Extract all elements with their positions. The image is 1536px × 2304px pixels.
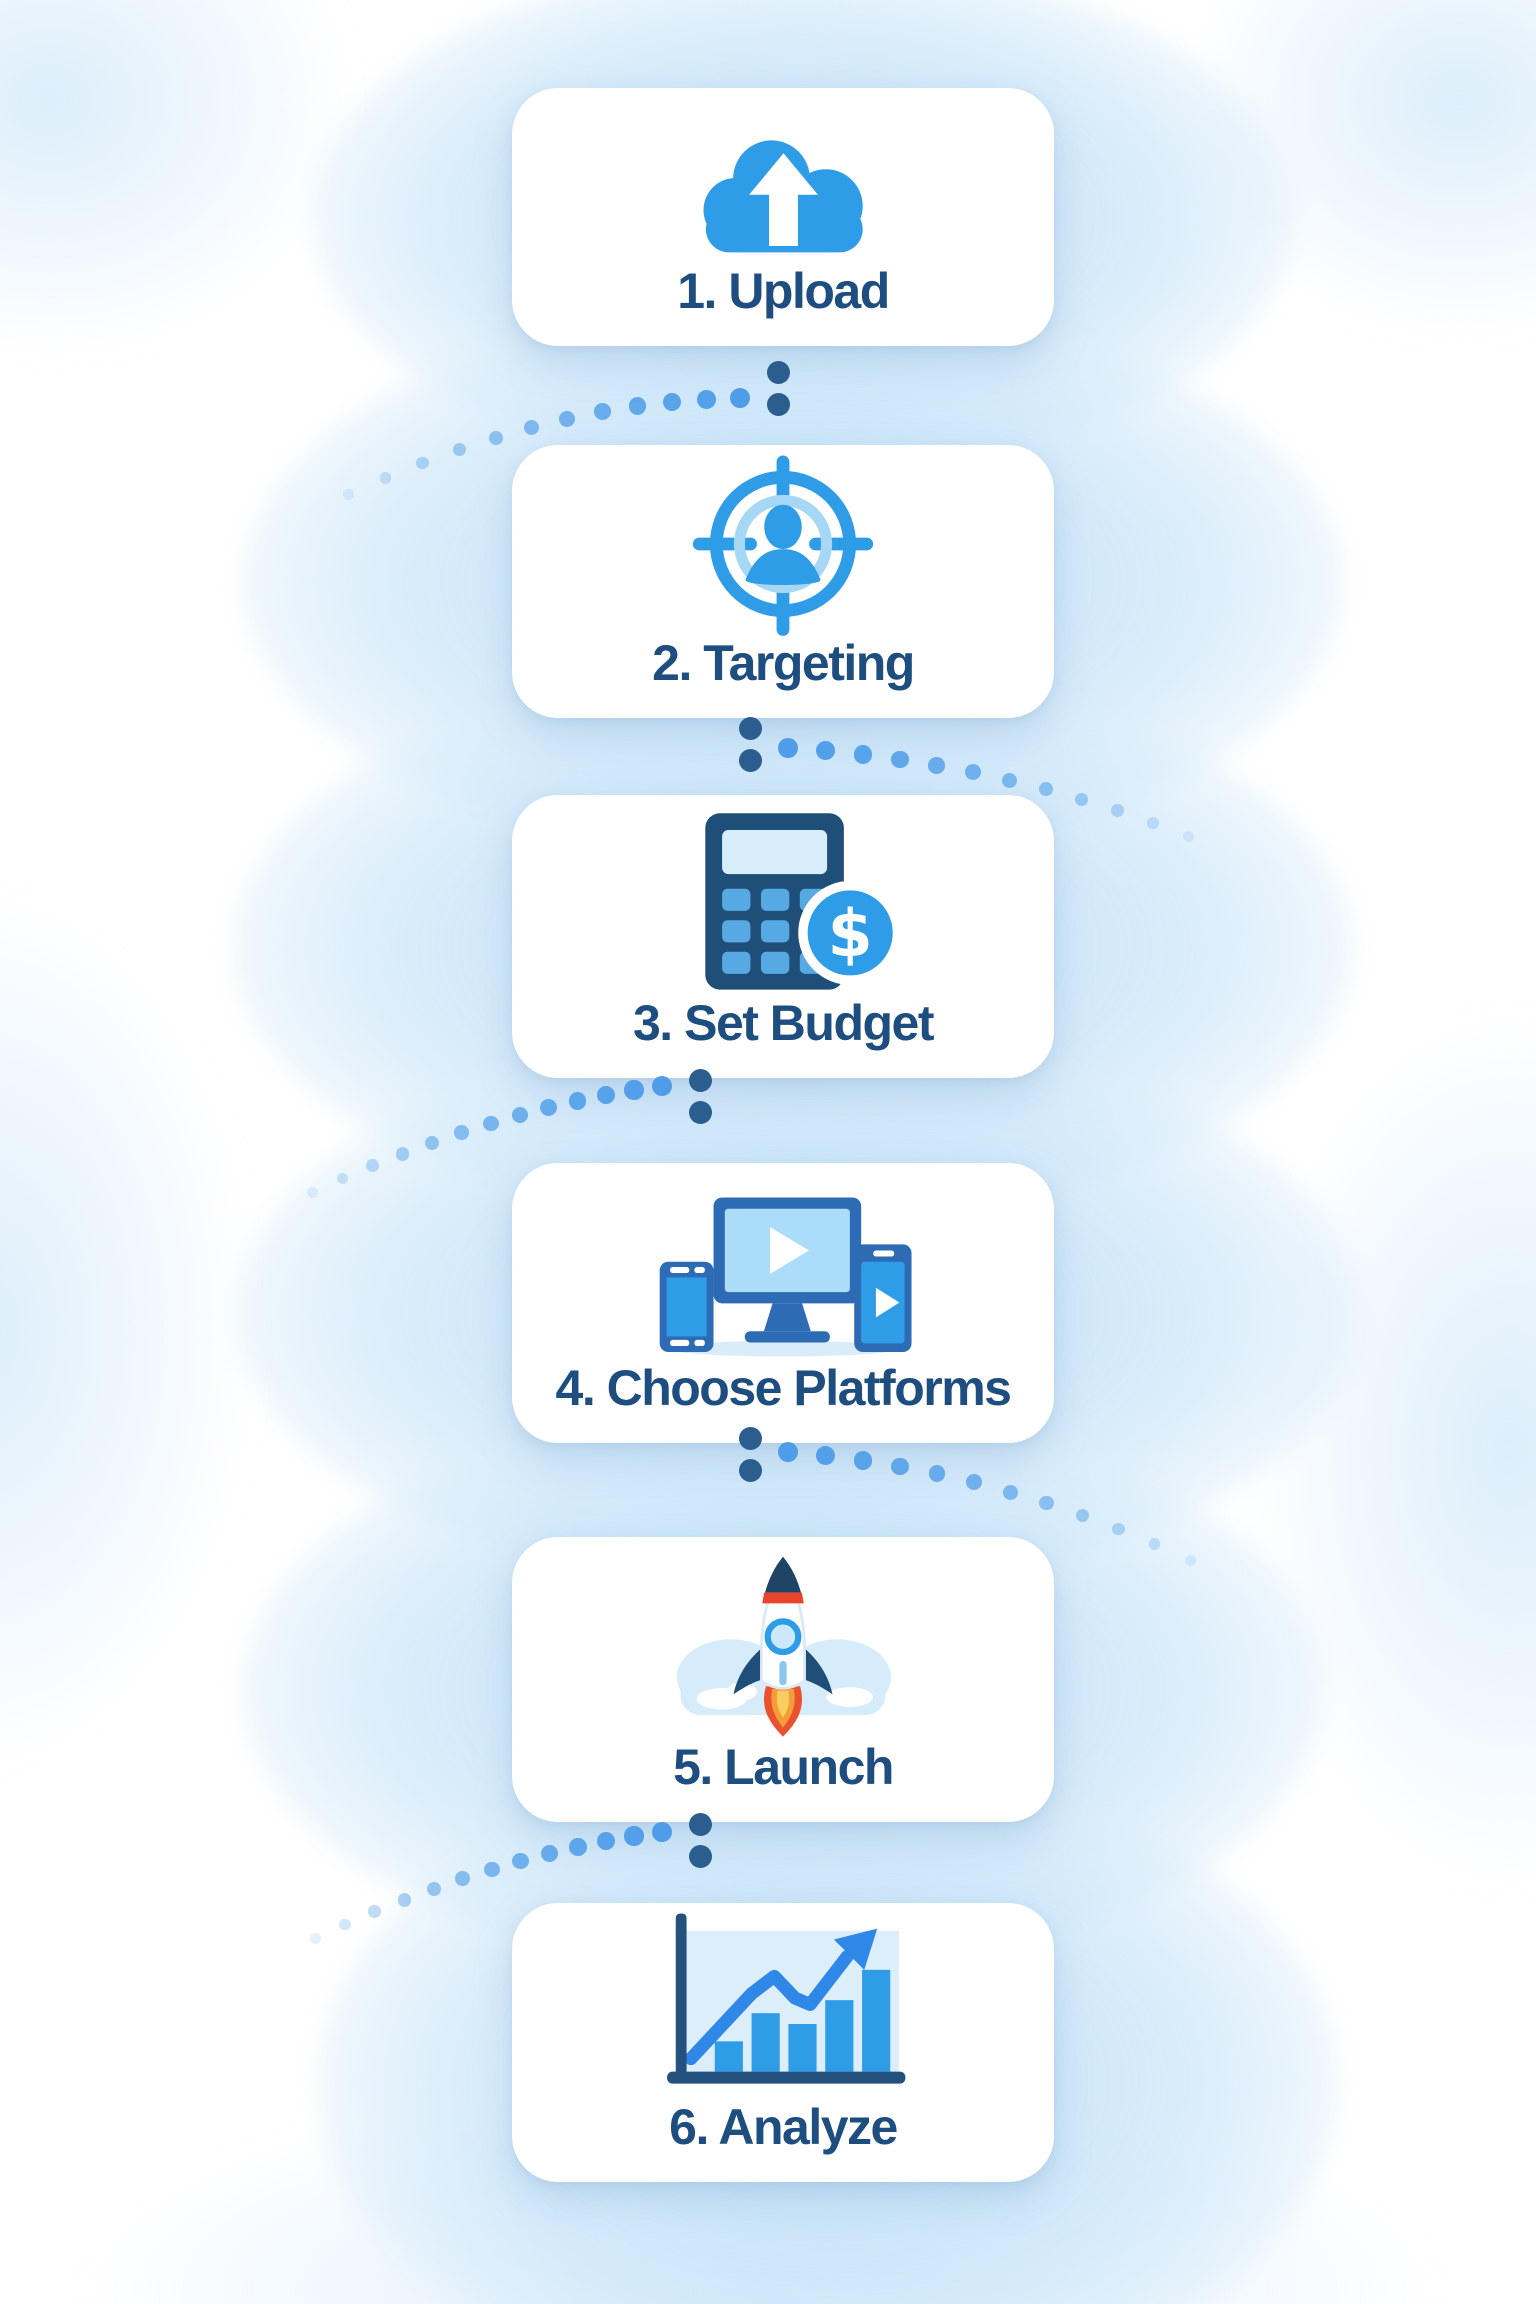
step-label-targeting: 2. Targeting [652,635,915,691]
connector-dot [568,1092,587,1110]
connector-dot [397,1893,411,1907]
connector-dot [454,1125,470,1141]
connector-dot [1184,1554,1196,1566]
connector-dot [455,1871,471,1887]
tablet [854,1243,912,1352]
connector-dot [815,741,836,761]
step-label-analyze: 6. Analyze [669,2099,898,2155]
connector-dot [688,1100,712,1124]
connector-dot [853,1451,873,1470]
connector-dot [766,360,790,384]
cloud-upload-icon [703,140,863,253]
connector-dot [652,1076,672,1096]
phone [659,1261,714,1352]
connector-dot [540,1845,558,1863]
connector-dot [815,1445,836,1466]
connector-dot [309,1932,321,1944]
connector-dot [379,471,392,484]
connector-dot [1182,830,1194,842]
connector-dot [540,1099,558,1117]
step-label-upload: 1. Upload [677,263,890,319]
connector-dot [366,1159,379,1172]
connector-dot [738,748,762,772]
step-card-targeting: 2. Targeting [512,445,1054,718]
connector-dot [484,1861,500,1878]
step-card-set-budget: $ 3. Set Budget [512,795,1054,1078]
connector-dot [965,1474,982,1491]
connector-dot [511,1106,529,1124]
target-audience-icon [692,455,874,636]
connector-dot [1111,804,1124,817]
connector-dot [891,750,909,769]
background-wash [1240,1000,1536,1900]
connector-dot [662,392,682,411]
connector-dot [730,388,750,408]
connector-dot [342,488,354,500]
background-wash [0,0,360,360]
connector-dot [624,1080,644,1100]
step-card-analyze: 6. Analyze [512,1903,1054,2182]
connector-dot [928,756,946,774]
connector-dot [568,1838,587,1856]
step-label-launch: 5. Launch [673,1739,894,1795]
connector-dot [1112,1522,1125,1536]
connector-dot [452,442,466,457]
connector-dot [778,738,798,758]
connector-dot [1039,1496,1054,1511]
connector-dot [483,1115,499,1132]
step-label-choose-platforms: 4. Choose Platforms [555,1360,1012,1416]
connector-dot [965,764,982,781]
connector-dot [738,716,762,740]
connector-dot [628,397,647,415]
connector-dot [928,1465,946,1483]
connector-dot [1074,792,1089,807]
connector-dot [891,1457,909,1476]
connector-dot [738,1458,762,1482]
bar-chart-growth-icon [667,1913,906,2084]
step-card-upload: 1. Upload [512,88,1054,346]
svg-text:$: $ [828,897,873,972]
connector-dot [306,1186,318,1198]
connector-dot [395,1147,410,1161]
calculator-dollar-icon: $ [705,813,903,990]
rocket-icon [676,1556,891,1737]
connector-dot [1076,1508,1090,1523]
connector-dot [696,389,716,409]
connector-dot [339,1918,351,1931]
connector-dot [624,1826,644,1846]
connector-dot [594,403,611,420]
devices-icon [659,1196,912,1356]
connector-dot [425,1135,440,1150]
connector-dot [1002,1484,1018,1500]
connector-dot [596,1085,616,1105]
connector-dot [766,392,790,416]
background-wash [1180,0,1536,340]
connector-dot [488,430,503,445]
connector-dot [426,1881,441,1896]
connector-dot [1148,1537,1161,1550]
background-wash [0,880,260,1780]
step-label-set-budget: 3. Set Budget [633,995,934,1051]
connector-dot [336,1172,349,1185]
connector-dot [853,745,872,764]
connector-dot [512,1852,529,1870]
connector-dot [1146,816,1159,829]
connector-dot [416,456,429,470]
step-card-launch: 5. Launch [512,1537,1054,1822]
connector-dot [688,1844,712,1868]
connector-dot [596,1831,616,1851]
connector-dot [368,1905,381,1918]
step-card-choose-platforms: 4. Choose Platforms [512,1163,1054,1443]
connector-dot [652,1822,672,1842]
connector-dot [778,1442,798,1462]
